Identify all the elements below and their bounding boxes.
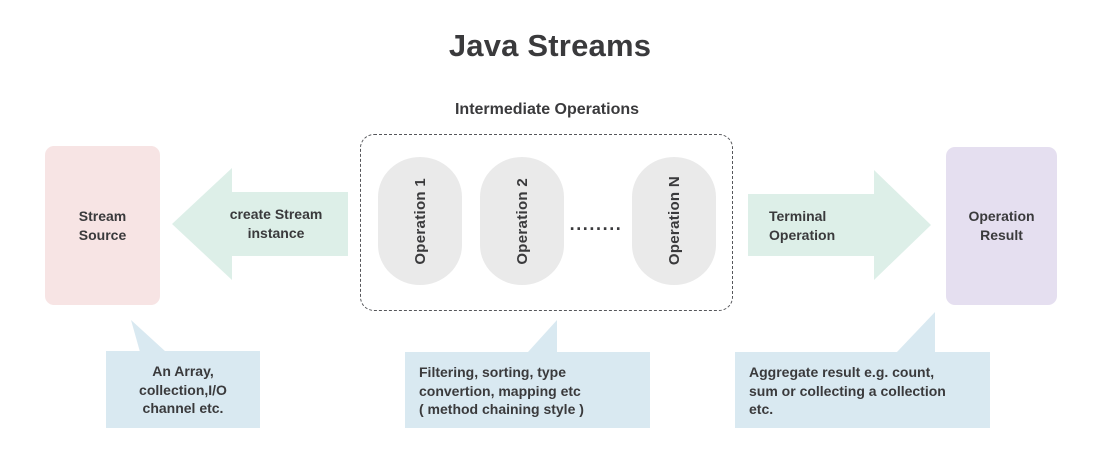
terminal-operation-arrow-label: Terminal Operation	[769, 208, 836, 243]
operation-result-box: Operation Result	[946, 147, 1057, 305]
create-stream-arrow-icon	[170, 166, 348, 282]
page-title: Java Streams	[448, 28, 652, 63]
stream-source-box: Stream Source	[45, 146, 160, 305]
operation-pill-1[interactable]: Operation 1	[378, 157, 462, 285]
callout-intermediate-operations: Filtering, sorting, type convertion, map…	[405, 352, 650, 428]
operation-pill-2[interactable]: Operation 2	[480, 157, 564, 285]
callout-tail-result-icon	[735, 310, 995, 354]
callout-stream-source: An Array, collection,I/O channel etc.	[106, 351, 260, 428]
intermediate-operations-container	[360, 134, 733, 311]
operations-ellipsis: ........	[569, 214, 623, 234]
callout-operation-result: Aggregate result e.g. count, sum or coll…	[735, 352, 990, 428]
operation-pill-2-label: Operation 2	[513, 177, 531, 265]
operation-pill-n-label: Operation N	[665, 176, 683, 266]
section-title-intermediate-operations: Intermediate Operations	[454, 101, 640, 118]
operation-pill-1-label: Operation 1	[411, 177, 429, 265]
callout-tail-operations-icon	[405, 318, 655, 354]
operation-pill-n[interactable]: Operation N	[632, 157, 716, 285]
terminal-operation-arrow-icon	[748, 168, 932, 282]
callout-tail-source-icon	[106, 318, 266, 354]
create-stream-arrow-label: create Stream instance	[229, 206, 323, 241]
